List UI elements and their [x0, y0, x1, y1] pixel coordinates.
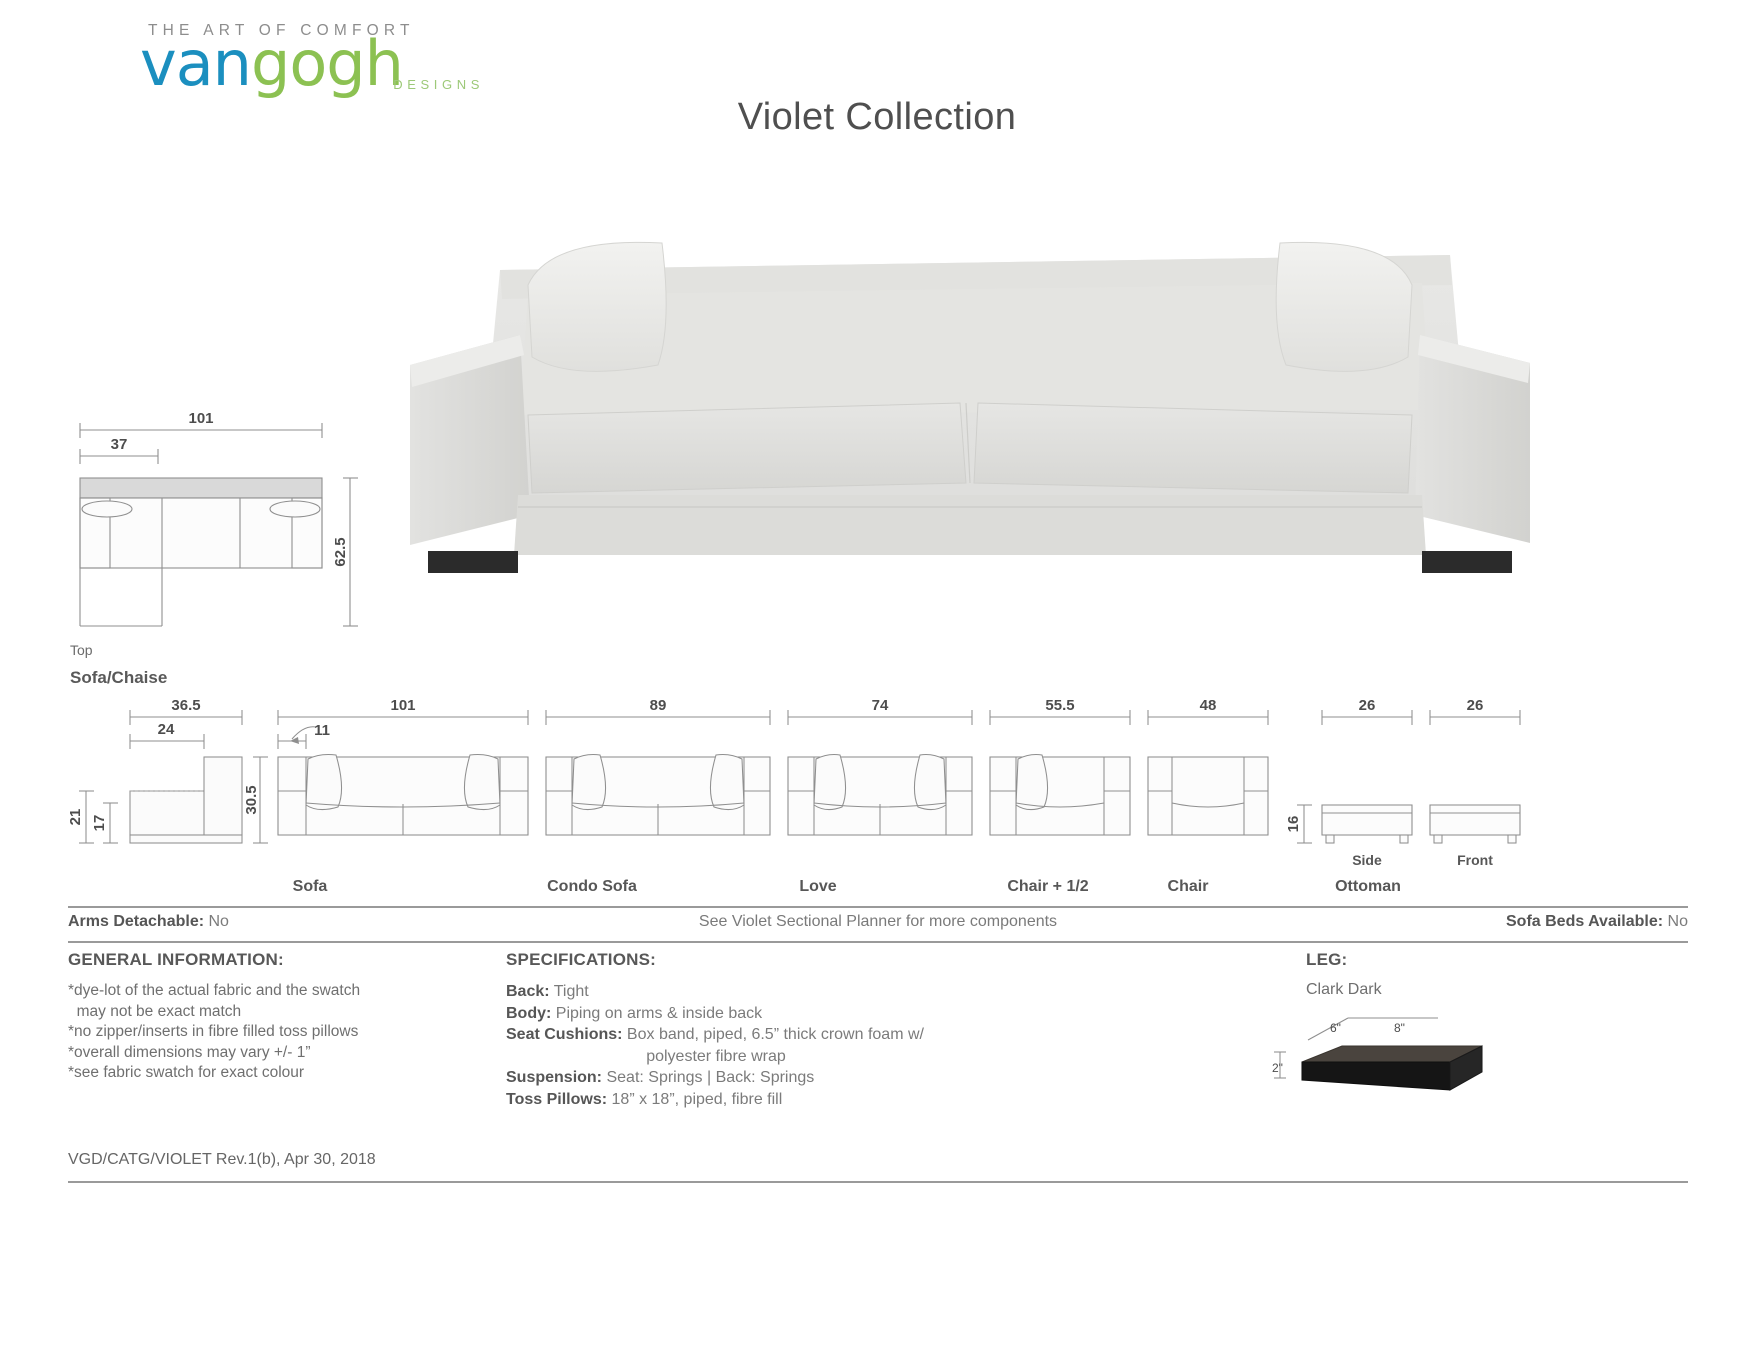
spec-row: Body: Piping on arms & inside back	[506, 1003, 1296, 1025]
specifications-column: SPECIFICATIONS: Back: Tight Body: Piping…	[506, 950, 1296, 1110]
spec-label: Body:	[506, 1004, 552, 1022]
top-view-drawing: 101 37 62.5	[62, 408, 382, 648]
sofa-hero-illustration	[400, 215, 1540, 615]
logo-wordmark: vangogh DESIGNS	[140, 33, 480, 95]
product-label-sofa: Sofa	[292, 878, 328, 895]
spec-label: Toss Pillows:	[506, 1090, 608, 1108]
dim-side-seat-depth: 24	[158, 721, 175, 738]
spec-row: Suspension: Seat: Springs | Back: Spring…	[506, 1067, 1296, 1089]
dim-seat-height: 17	[91, 815, 108, 832]
product-label-chair: Chair	[1167, 878, 1209, 895]
dim-top-depth: 62.5	[332, 537, 349, 566]
arms-detachable-value: No	[208, 913, 229, 930]
spec-value: Piping on arms & inside back	[555, 1004, 763, 1022]
dim-back-height: 30.5	[243, 785, 260, 814]
leg-value: Clark Dark	[1306, 981, 1382, 998]
divider-below-arms-row	[68, 941, 1688, 943]
general-info-line: *no zipper/inserts in fibre filled toss …	[68, 1023, 359, 1040]
leg-dim-depth: 6"	[1330, 1021, 1341, 1035]
spec-value: Seat: Springs | Back: Springs	[606, 1069, 815, 1086]
dim-top-arm: 37	[111, 436, 128, 453]
general-info-line: *dye-lot of the actual fabric and the sw…	[68, 982, 361, 999]
logo-word-gogh: gogh	[250, 27, 404, 100]
spec-label: Suspension:	[506, 1069, 603, 1086]
spec-row: Toss Pillows: 18” x 18”, piped, fibre fi…	[506, 1089, 1296, 1111]
ottoman-front-sublabel: Front	[1457, 852, 1493, 868]
spec-value: Tight	[553, 983, 589, 1000]
logo-tagline: THE ART OF COMFORT	[148, 22, 415, 39]
product-label-love: Love	[799, 878, 837, 895]
leg-dim-width: 8"	[1394, 1021, 1405, 1035]
sofa-chaise-group-label: Sofa/Chaise	[70, 668, 168, 687]
spec-label: Seat Cushions:	[506, 1026, 623, 1043]
divider-above-footer	[68, 1181, 1688, 1183]
spec-row: Seat Cushions: Box band, piped, 6.5” thi…	[506, 1024, 1296, 1046]
dim-top-width: 101	[188, 410, 213, 427]
dim-chair-width: 48	[1200, 697, 1217, 714]
spec-label: Back:	[506, 983, 550, 1000]
general-info-line: *see fabric swatch for exact colour	[68, 1064, 305, 1081]
product-label-ottoman: Ottoman	[1335, 878, 1401, 895]
spec-value: polyester fibre wrap	[646, 1047, 786, 1065]
arms-detachable-field: Arms Detachable: No	[68, 913, 229, 931]
general-information-column: GENERAL INFORMATION: *dye-lot of the act…	[68, 950, 488, 1084]
dim-ottoman-height: 16	[1285, 816, 1302, 833]
leg-dim-height: 2"	[1272, 1061, 1283, 1075]
dim-ottoman-front-width: 26	[1467, 697, 1484, 714]
leg-drawing: 6" 8" 2"	[1270, 1010, 1530, 1120]
dim-side-depth: 36.5	[171, 697, 200, 714]
logo-word-van: van	[140, 27, 252, 100]
spec-row: polyester fibre wrap	[506, 1046, 1296, 1068]
elevation-drawings-row: 36.5 24 21 17 30.5 101	[60, 695, 1696, 870]
spec-row: Back: Tight	[506, 981, 1296, 1003]
sectional-planner-note: See Violet Sectional Planner for more co…	[698, 913, 1058, 930]
general-info-line: *overall dimensions may vary +/- 1”	[68, 1043, 311, 1061]
sofa-beds-value: No	[1667, 913, 1688, 930]
dim-sofa-arm: 11	[314, 722, 330, 739]
dim-chair-half-width: 55.5	[1045, 697, 1074, 714]
sofa-beds-field: Sofa Beds Available: No	[1506, 913, 1688, 931]
divider-above-arms-row	[68, 906, 1688, 908]
dim-love-width: 74	[872, 697, 889, 714]
leg-heading: LEG:	[1306, 950, 1348, 969]
specifications-heading: SPECIFICATIONS:	[506, 950, 657, 969]
page-title: Violet Collection	[737, 96, 1017, 138]
dim-sofa-width: 101	[390, 697, 415, 714]
logo-subtext-designs: DESIGNS	[393, 77, 484, 92]
footer-document-code: VGD/CATG/VIOLET Rev.1(b), Apr 30, 2018	[68, 1151, 376, 1168]
dim-arm-height: 21	[67, 809, 84, 826]
product-label-condo-sofa: Condo Sofa	[547, 878, 637, 895]
leg-column: LEG: Clark Dark	[1306, 950, 1696, 999]
dim-ottoman-side-width: 26	[1359, 697, 1376, 714]
sofa-beds-label: Sofa Beds Available:	[1506, 913, 1664, 930]
top-view-label: Top	[70, 642, 93, 658]
arms-availability-row: Arms Detachable: No See Violet Sectional…	[68, 913, 1688, 939]
brand-logo: THE ART OF COMFORT vangogh DESIGNS	[140, 22, 480, 102]
spec-value: Box band, piped, 6.5” thick crown foam w…	[626, 1026, 924, 1043]
dim-condo-width: 89	[650, 697, 667, 714]
product-label-chair-and-half: Chair + 1/2	[1007, 878, 1089, 895]
spec-value: 18” x 18”, piped, fibre fill	[611, 1090, 783, 1108]
general-information-heading: GENERAL INFORMATION:	[68, 950, 284, 969]
general-info-line: may not be exact match	[68, 1002, 242, 1020]
arms-detachable-label: Arms Detachable:	[68, 913, 205, 930]
ottoman-side-sublabel: Side	[1352, 852, 1382, 868]
